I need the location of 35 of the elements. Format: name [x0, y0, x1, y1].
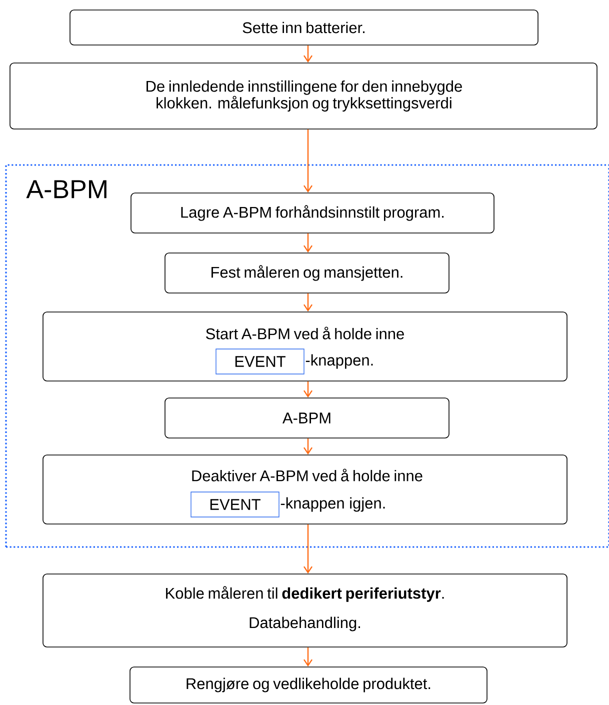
step-text: Rengjøre og vedlikeholde produktet. — [186, 678, 430, 692]
arrow — [304, 381, 312, 398]
step-text: Databehandling. — [250, 616, 360, 632]
arrow — [304, 293, 312, 312]
step-text: Sette inn batterier. — [242, 22, 364, 34]
step-text: -knappen igjen. — [280, 497, 385, 512]
process-box — [42, 454, 568, 524]
key-label: EVENT — [235, 356, 286, 367]
process-box — [130, 666, 488, 704]
arrow — [304, 647, 312, 667]
key-label: EVENT — [210, 499, 260, 510]
process-box — [10, 62, 598, 130]
step-text: Lagre A-BPM forhåndsinnstilt program. — [181, 205, 444, 221]
step-text: Start A-BPM ved å holde inne — [206, 326, 404, 340]
process-box — [130, 192, 494, 234]
process-box — [164, 398, 450, 438]
step-text: Deaktiver A-BPM ved å holde inne — [192, 468, 422, 482]
arrow — [304, 233, 312, 253]
step-text: De innledende innstillingene for den innebygde klokken. målefunksjon og trykksettingsverdi — [146, 80, 462, 112]
process-box — [42, 574, 568, 648]
arrow — [304, 524, 312, 574]
process-box — [164, 252, 450, 294]
group-title: A-BPM — [26, 180, 106, 198]
arrow — [304, 45, 312, 63]
key-label-box — [190, 492, 280, 518]
dotted-group-frame — [5, 164, 609, 548]
arrow — [304, 438, 312, 455]
step-text: Koble måleren til dedikert periferiutstyr. — [166, 586, 444, 602]
step-text: -knappen. — [306, 354, 373, 369]
process-box — [70, 10, 538, 46]
step-text: Fest måleren og mansjetten. — [212, 265, 402, 281]
arrow — [304, 129, 312, 193]
process-box — [42, 312, 568, 382]
step-text: A-BPM — [282, 412, 330, 424]
key-label-box — [216, 348, 304, 374]
